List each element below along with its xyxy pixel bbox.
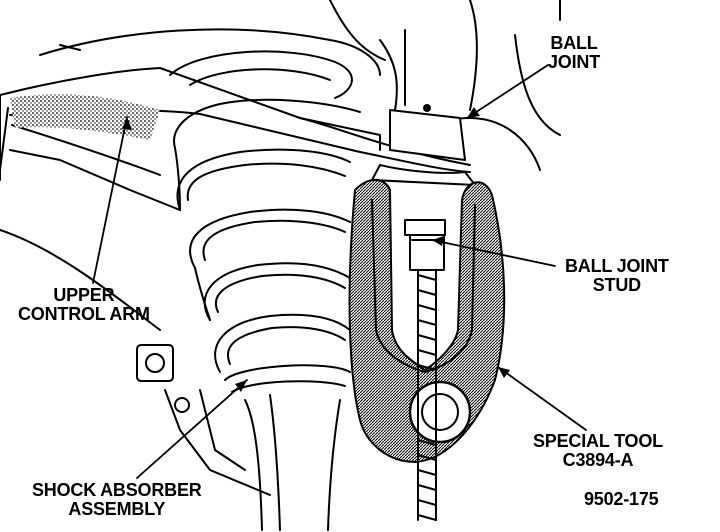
special-tool: [348, 178, 506, 463]
tool-screw: [409, 231, 445, 521]
figure-number: 9502-175: [584, 489, 659, 509]
ball-joint-leader: [466, 64, 549, 119]
special-tool-label: SPECIAL TOOL C3894-A: [533, 431, 663, 470]
shock-absorber: [224, 364, 351, 531]
ball-joint-stud-leader: [431, 239, 556, 267]
shock-absorber-leader: [136, 379, 248, 479]
upper-control-arm-leader: [92, 116, 128, 284]
mount-bracket: [0, 229, 271, 496]
coil-spring: [169, 50, 361, 373]
ball-joint-label: BALL JOINT: [548, 33, 601, 72]
ball-joint-stud-label: BALL JOINT STUD: [565, 256, 669, 295]
frame-outline: [39, 0, 561, 171]
shock-absorber-label: SHOCK ABSORBER ASSEMBLY: [32, 480, 202, 519]
control-arm-shading: [10, 94, 160, 140]
ball-joint: [371, 104, 476, 186]
upper-control-arm-label: UPPER CONTROL ARM: [18, 285, 150, 324]
leader-lines: [92, 64, 587, 479]
special-tool-leader: [497, 366, 587, 431]
